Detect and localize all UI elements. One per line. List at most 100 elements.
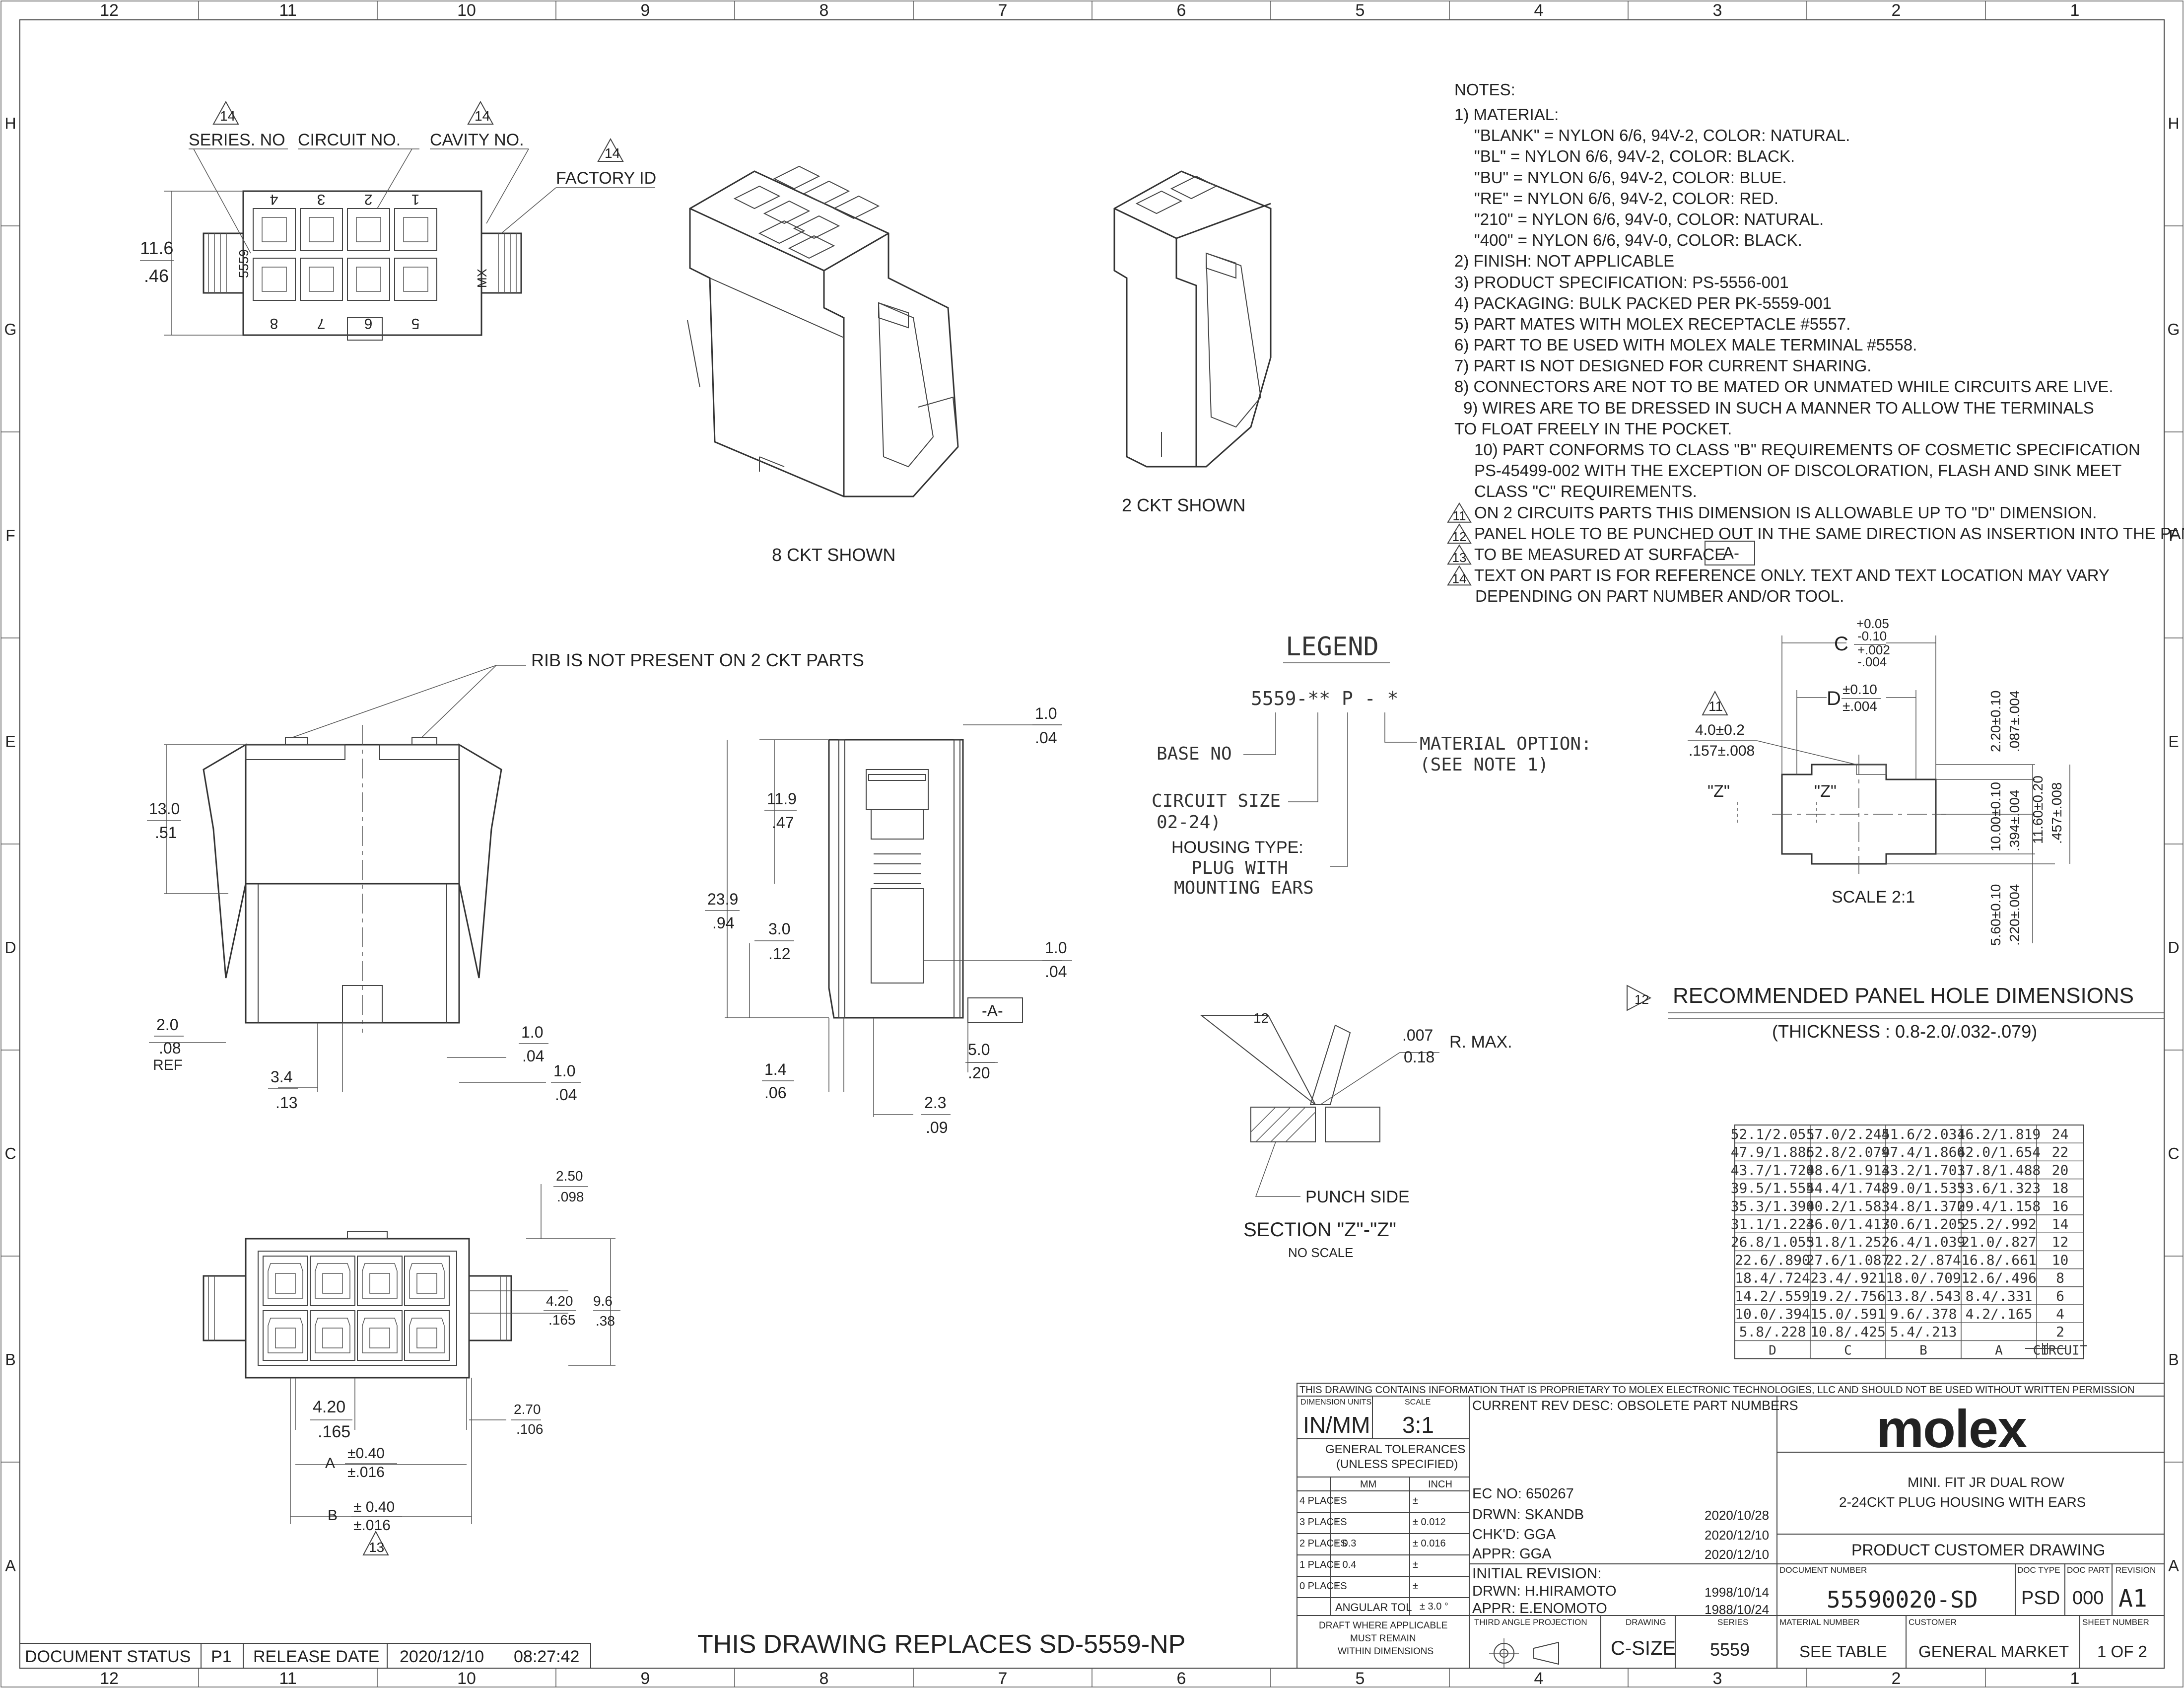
note-line: DEPENDING ON PART NUMBER AND/OR TOOL.: [1475, 587, 1844, 606]
dim-table-cell: 21.0/.827: [1961, 1234, 2037, 1250]
dim-table-cell: 26.8/1.055: [1731, 1234, 1815, 1250]
bot-dim3-mm: 9.6: [593, 1293, 613, 1309]
iso-8ckt: [687, 165, 959, 497]
title-line-1: MINI. FIT JR DUAL ROW: [1908, 1475, 2064, 1490]
tol-row-inch: ±: [1413, 1495, 1418, 1506]
zone-row-left: H: [4, 115, 16, 133]
side-dim7-mm: 5.0: [968, 1041, 990, 1058]
hole-v3-in: .457±.008: [2049, 782, 2064, 844]
hole-z-left: "Z": [1707, 782, 1730, 801]
legend: LEGEND 5559-** P - * BASE NO MATERIAL OP…: [1152, 632, 1592, 898]
legend-material-option: MATERIAL OPTION:: [1420, 734, 1592, 754]
doc-no-label: DOCUMENT NUMBER: [1779, 1565, 1867, 1575]
zone-col-top: 10: [457, 1, 476, 20]
cavity-number: 8: [270, 315, 278, 332]
zone-col-bottom: 2: [1892, 1669, 1901, 1688]
release-label: RELEASE DATE: [253, 1647, 380, 1666]
zone-col-top: 11: [279, 1, 296, 20]
factory-id-label: FACTORY ID: [556, 169, 656, 188]
dim-table-cell: 14: [2052, 1216, 2069, 1232]
dim-table-cell: 10: [2052, 1252, 2069, 1268]
legend-housing-1: PLUG WITH: [1191, 858, 1288, 878]
draft-line-3: WITHIN DIMENSIONS: [1338, 1646, 1434, 1657]
top-cavity: [347, 208, 390, 251]
part-no-text: 5559: [236, 249, 251, 278]
notes-title: NOTES:: [1454, 80, 1515, 99]
dim-table-cell: 26.4/1.039: [1882, 1234, 1966, 1250]
inch-header: INCH: [1428, 1479, 1452, 1490]
hole-d-tol-in: ±.004: [1843, 699, 1877, 714]
front-dim4-mm: 1.0: [521, 1023, 543, 1041]
dim-table-cell: 44.4/1.748: [1806, 1180, 1890, 1196]
dim-table-cell: 18: [2052, 1180, 2069, 1196]
dim-table-cell: 47.4/1.866: [1882, 1144, 1966, 1160]
zone-col-top: 5: [1356, 1, 1365, 20]
bottom-cavity: [263, 1310, 308, 1361]
bottom-cavity: [357, 1310, 403, 1361]
hole-c-tol-in1: +.002: [1857, 642, 1890, 657]
dim-table-cell: 24: [2052, 1126, 2069, 1142]
doc-part: 000: [2072, 1588, 2104, 1609]
dim-table-cell: 18.0/.709: [1886, 1270, 1961, 1286]
dim-table-cell: 12: [2052, 1234, 2069, 1250]
hole-v2-mm: 10.00±0.10: [1988, 782, 2003, 851]
ec-no: EC NO: 650267: [1472, 1486, 1574, 1502]
front-dim2-in: .08: [159, 1039, 181, 1057]
dim-table-cell: 5.4/.213: [1890, 1324, 1957, 1340]
note-line: CLASS "C" REQUIREMENTS.: [1474, 482, 1697, 501]
side-dim7-in: .20: [968, 1064, 990, 1082]
zone-col-bottom: 6: [1177, 1669, 1186, 1688]
dim-table-cell: 14.2/.559: [1735, 1288, 1810, 1304]
mx-text: MX: [475, 269, 489, 288]
tol-row-label: 3 PLACES: [1299, 1517, 1347, 1528]
scale-value: 3:1: [1402, 1412, 1434, 1438]
chkd: CHK'D: GGA: [1472, 1527, 1556, 1543]
hole-title: RECOMMENDED PANEL HOLE DIMENSIONS: [1673, 984, 2134, 1008]
dim-table-cell: 19.2/.756: [1810, 1288, 1886, 1304]
legend-circuit-range: 02-24): [1157, 812, 1221, 833]
side-dim3-in: .94: [712, 914, 734, 932]
zone-row-left: E: [5, 733, 15, 751]
bot-dim4-mm: 4.20: [313, 1398, 345, 1416]
zone-row-right: H: [2168, 115, 2179, 133]
note-flag: [1447, 544, 1472, 565]
rev-desc: CURRENT REV DESC: OBSOLETE PART NUMBERS: [1472, 1398, 1798, 1413]
side-dim2-mm: 11.9: [767, 790, 797, 808]
dim-table-cell: 10.8/.425: [1810, 1324, 1886, 1340]
note-line: "400" = NYLON 6/6, 94V-0, COLOR: BLACK.: [1474, 231, 1802, 250]
bot-dim1-mm: 2.50: [556, 1168, 583, 1184]
status-bar: [19, 1643, 591, 1669]
note-line: 1) MATERIAL:: [1454, 105, 1559, 124]
zone-row-left: A: [5, 1557, 16, 1575]
top-cavity: [300, 258, 343, 301]
dim-table-cell: 16: [2052, 1198, 2069, 1214]
hole-c-tol-mid: -0.10: [1857, 629, 1887, 643]
zone-col-top: 2: [1892, 1, 1901, 20]
title-line-2: 2-24CKT PLUG HOUSING WITH EARS: [1839, 1494, 2086, 1510]
zone-col-top: 1: [2070, 1, 2080, 20]
draft-line-1: DRAFT WHERE APPLICABLE: [1319, 1620, 1448, 1631]
side-dim3-mm: 23.9: [707, 890, 738, 908]
tol-row-inch: ± 0.016: [1413, 1538, 1446, 1549]
zone-col-bottom: 4: [1534, 1669, 1544, 1688]
note-line: 9) WIRES ARE TO BE DRESSED IN SUCH A MAN…: [1463, 398, 2094, 417]
bot-dim2-in: .165: [548, 1312, 576, 1328]
dim-table-cell: 5.8/.228: [1739, 1324, 1806, 1340]
hole-d-label: D: [1827, 688, 1841, 709]
zone-col-bottom: 12: [100, 1669, 119, 1688]
side-dim1-mm: 1.0: [1035, 704, 1057, 722]
legend-housing-type: HOUSING TYPE:: [1171, 838, 1303, 857]
dim-table-cell: 4: [2056, 1306, 2064, 1322]
bot-dim5-in: .106: [516, 1421, 544, 1437]
init-appr: APPR: E.ENOMOTO: [1472, 1601, 1607, 1617]
side-dim8-in: .09: [926, 1119, 948, 1136]
angular-tol-value: ± 3.0 °: [1420, 1601, 1448, 1612]
flag-11-hole: [1702, 690, 1728, 715]
dim-table-header: D: [1769, 1343, 1776, 1358]
tol-row-label: 4 PLACES: [1299, 1495, 1347, 1506]
zone-row-left: F: [5, 527, 15, 545]
zone-row-right: A: [2168, 1557, 2179, 1575]
dim-table-cell: 30.6/1.205: [1882, 1216, 1966, 1232]
doc-status: P1: [211, 1647, 232, 1666]
